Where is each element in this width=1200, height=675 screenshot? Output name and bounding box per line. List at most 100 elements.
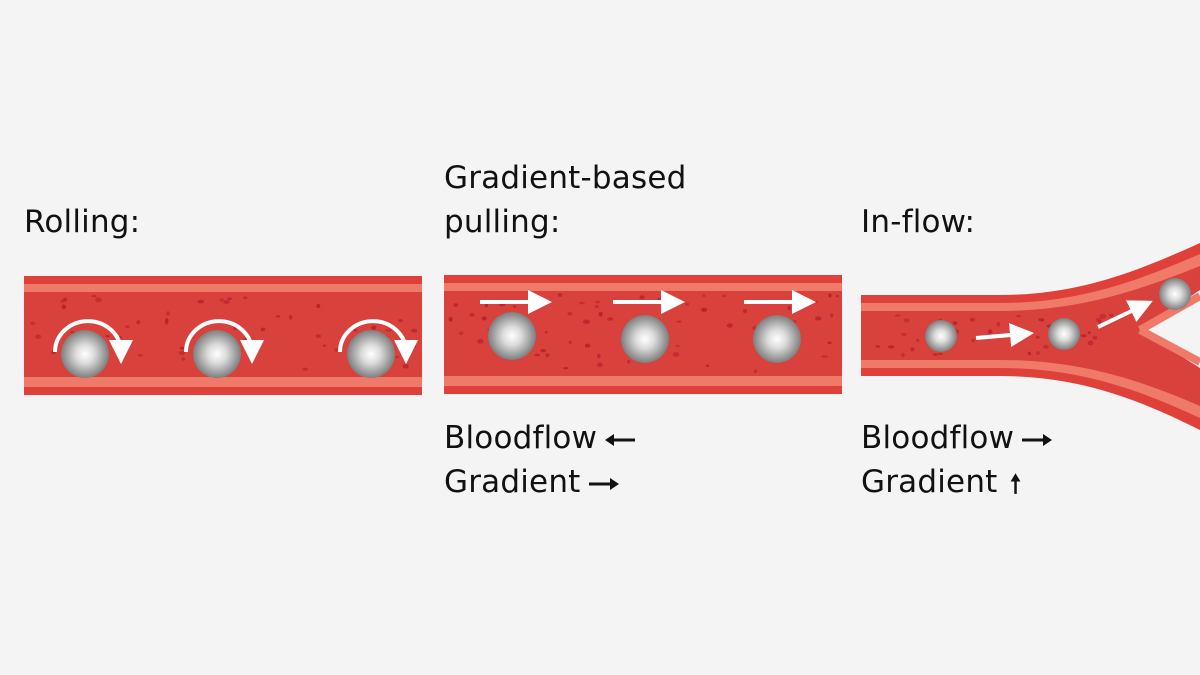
blood-cell (512, 305, 517, 308)
blood-cell (887, 345, 895, 349)
blood-cell (352, 328, 358, 332)
blood-cell (705, 364, 710, 368)
blood-cell (1035, 335, 1040, 339)
blood-cell (563, 366, 569, 370)
blood-cell (996, 321, 1001, 327)
up-arrow-icon (1010, 472, 1021, 494)
gradient-pulling-vessel (444, 275, 842, 394)
inflow-particle (925, 320, 957, 352)
rolling-motion-arrow (338, 319, 418, 364)
blood-cell (334, 347, 339, 352)
blood-cell (952, 321, 958, 325)
blood-cell (1087, 331, 1091, 334)
blood-cell (95, 297, 102, 303)
blood-cell (1095, 317, 1102, 322)
gradient-pulling-title: Gradient-based pulling: (444, 156, 687, 244)
blood-cell (813, 300, 819, 303)
blood-cell (322, 344, 327, 347)
left-arrow-icon (605, 433, 636, 446)
blood-cell (595, 300, 600, 304)
blood-cell (701, 307, 708, 312)
rolling-particle (347, 330, 395, 378)
blood-cell (910, 347, 915, 352)
blood-cell (901, 332, 907, 337)
blood-cell (903, 318, 910, 323)
blood-cell (639, 295, 645, 300)
blood-cell (597, 362, 603, 368)
blood-cell (545, 353, 550, 358)
blood-cell (937, 352, 944, 356)
blood-cell (753, 369, 758, 373)
rolling-vessel (24, 276, 422, 395)
rolling-title-text: Rolling: (24, 204, 141, 240)
inflow-particle (1159, 278, 1191, 310)
blood-cell (30, 321, 36, 325)
blood-cell (579, 301, 585, 305)
gradient-pulling-bloodflow-label: Bloodflow (444, 420, 598, 456)
blood-cell (178, 351, 185, 355)
blood-cell (165, 311, 171, 316)
blood-cell (394, 355, 400, 359)
blood-cell (481, 316, 487, 321)
blood-cell (371, 325, 377, 330)
gradient-pulling-gradient-row: Gradient (444, 460, 637, 504)
gradient-pulling-bloodflow-row: Bloodflow (444, 416, 637, 460)
blood-cell (60, 299, 65, 303)
blood-cell (288, 314, 293, 320)
blood-cell (676, 320, 682, 323)
pulling-particle (621, 315, 669, 363)
blood-cell (124, 325, 130, 329)
blood-cell (316, 303, 321, 309)
blood-cell (136, 320, 141, 325)
blood-cell (875, 345, 881, 348)
blood-cell (568, 340, 572, 345)
rolling-particle (193, 330, 241, 378)
blood-cell (835, 294, 839, 298)
blood-cell (448, 317, 453, 322)
blood-cell (1027, 351, 1032, 356)
blood-cell (453, 303, 458, 307)
blood-cell (477, 339, 484, 344)
blood-cell (302, 367, 308, 371)
blood-cell (594, 305, 599, 308)
blood-cell (742, 309, 748, 314)
blood-cell (828, 293, 832, 298)
gradient-pulling-title-line1: Gradient-based (444, 160, 687, 196)
blood-cell (227, 297, 232, 301)
blood-cell (398, 319, 403, 323)
blood-cell (901, 352, 905, 358)
blood-cell (821, 355, 829, 358)
blood-cell (70, 331, 75, 334)
blood-cell (702, 294, 706, 297)
blood-cell (275, 315, 281, 318)
blood-cell (402, 364, 409, 369)
blood-cell (815, 316, 822, 321)
blood-cell (1080, 334, 1087, 338)
right-arrow-icon (588, 477, 619, 490)
blood-cell (722, 294, 727, 298)
blood-cell (557, 292, 563, 298)
blood-cell (894, 314, 901, 317)
blood-cell (607, 317, 614, 321)
blood-cell (243, 296, 248, 300)
blood-cell (105, 335, 110, 338)
blood-cell (223, 300, 230, 304)
blood-cell (672, 352, 680, 357)
inflow-motion-arrow (1097, 300, 1153, 329)
blood-cell (827, 341, 832, 345)
blood-cell (1038, 318, 1045, 322)
blood-cell (787, 305, 791, 311)
blood-cell (458, 331, 464, 336)
blood-cell (583, 319, 590, 324)
in-flow-gradient-label: Gradient (861, 464, 998, 500)
in-flow-legend: Bloodflow Gradient (861, 416, 1054, 504)
pulling-particle (488, 312, 536, 360)
blood-cell (544, 331, 548, 334)
blood-cell (657, 297, 663, 301)
inflow-motion-arrow (975, 323, 1034, 347)
blood-cell (197, 299, 205, 304)
rolling-motion-arrow (53, 319, 133, 364)
blood-cell (61, 304, 67, 310)
blood-cell (726, 323, 733, 328)
